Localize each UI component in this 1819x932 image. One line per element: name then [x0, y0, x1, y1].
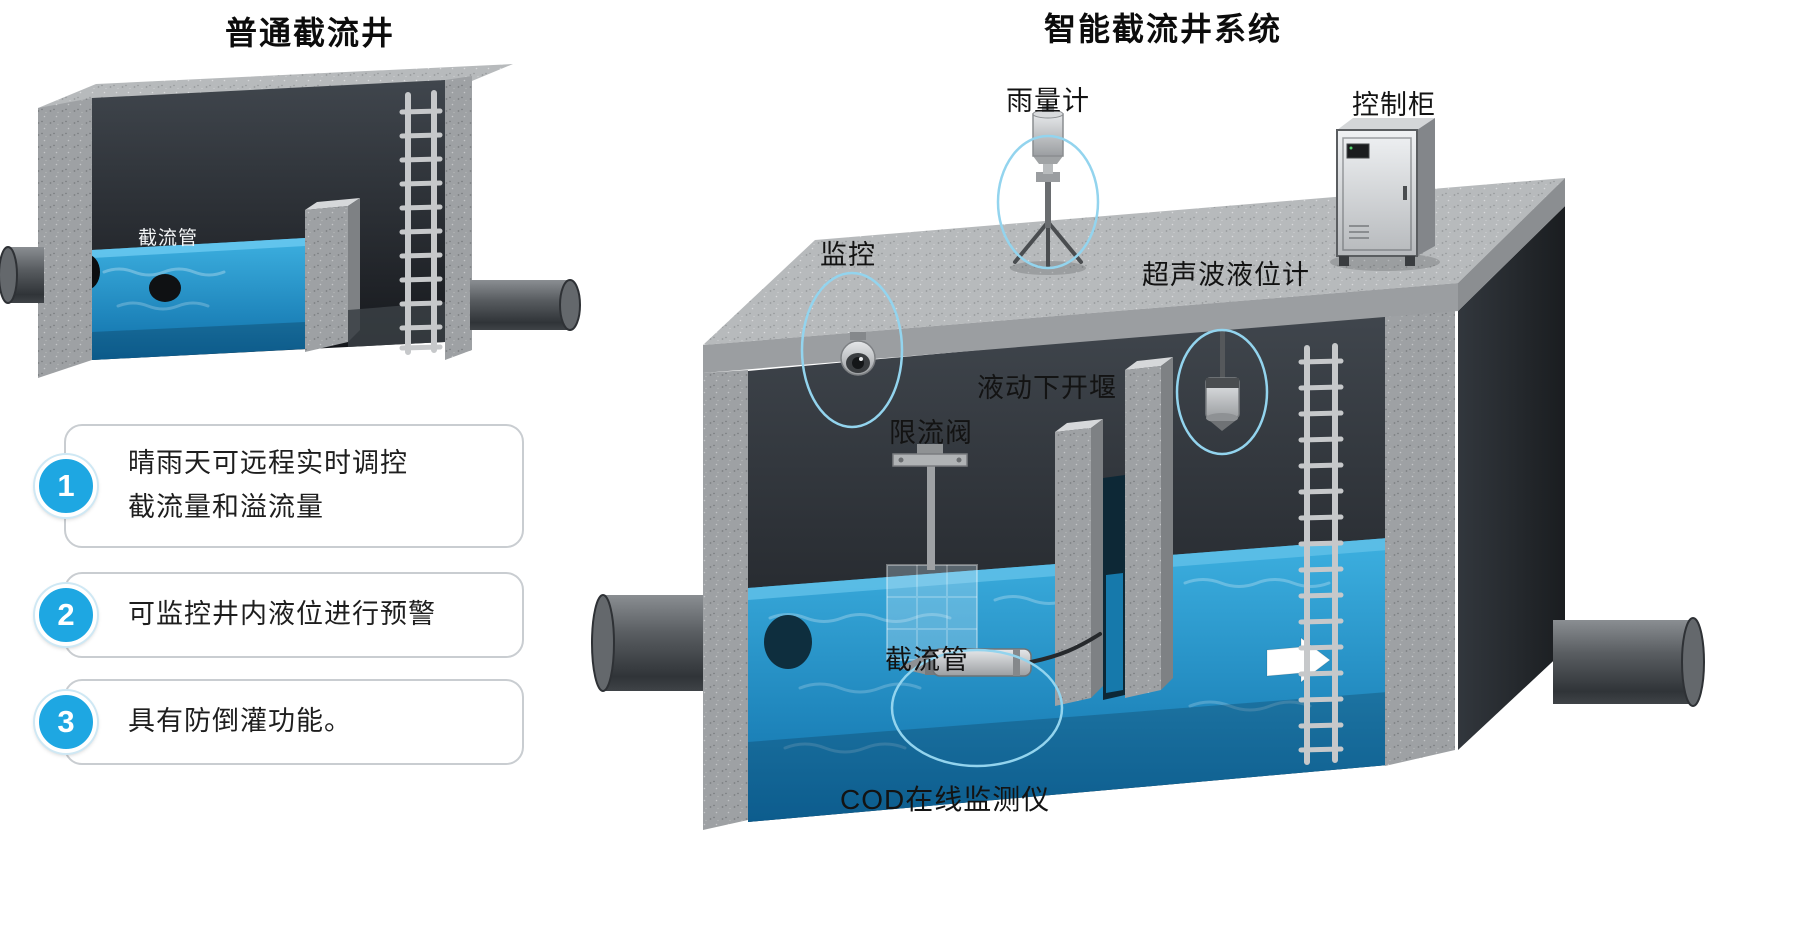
dry-chamber-floor	[348, 302, 445, 347]
hydraulic-weir-label: 液动下开堰	[977, 373, 1117, 403]
rain-gauge-label: 雨量计	[1006, 86, 1090, 116]
right-outer-wall	[1458, 206, 1565, 750]
drain-hole	[149, 274, 181, 302]
inlet-pipe	[0, 246, 44, 304]
feature-text: 可监控井内液位进行预警	[128, 599, 436, 630]
ultrasonic-callout-ellipse	[1175, 328, 1269, 456]
cod-callout-ellipse	[890, 648, 1064, 768]
divider-wall	[305, 198, 360, 352]
water	[92, 238, 305, 360]
right-section-title: 智能截流井系统	[1043, 11, 1282, 47]
outlet-pipe	[1553, 617, 1705, 707]
inlet-pipe	[591, 594, 707, 692]
left-section-title: 普通截流井	[224, 15, 395, 51]
feature-badge-1: 1	[35, 455, 97, 517]
cod-monitor-label: COD在线监测仪	[840, 784, 1051, 815]
feature-callout-2: 2 可监控井内液位进行预警	[35, 572, 524, 658]
ladder	[399, 90, 443, 355]
smart-well-illustration	[591, 104, 1705, 830]
right-wall-cut	[445, 76, 472, 360]
interception-pipe-label: 截流管	[885, 645, 969, 675]
cctv-camera	[840, 332, 876, 376]
flow-limit-valve	[886, 444, 978, 661]
ordinary-well-illustration	[0, 64, 581, 378]
control-cabinet-label: 控制柜	[1352, 90, 1436, 120]
rain-gauge-callout-ellipse	[996, 134, 1100, 270]
ultrasonic-label: 超声波液位计	[1142, 260, 1310, 290]
interception-pipe-hole	[764, 615, 812, 669]
control-cabinet	[1330, 118, 1440, 271]
feature-text: 具有防倒灌功能。	[128, 706, 352, 737]
callout-ellipses	[800, 134, 1269, 768]
feature-text: 晴雨天可远程实时调控	[128, 448, 408, 479]
feature-badge-3: 3	[35, 691, 97, 753]
feature-text: 截流量和溢流量	[128, 492, 324, 522]
camera-callout-ellipse	[800, 271, 904, 429]
hydraulic-weir-gates	[1055, 357, 1173, 706]
left-wall-cut	[38, 98, 92, 378]
flow-limit-valve-label: 限流阀	[889, 418, 973, 448]
outlet-pipe	[470, 279, 581, 331]
left-wall-cut	[703, 370, 748, 830]
feature-badge-2: 2	[35, 584, 97, 646]
ordinary-pipe-label: 截流管	[138, 228, 199, 249]
camera-label: 监控	[820, 240, 876, 270]
feature-callout-1: 1 晴雨天可远程实时调控 截流量和溢流量	[35, 424, 524, 548]
right-wall-cut	[1385, 308, 1455, 766]
ultrasonic-level-sensor	[1205, 330, 1240, 431]
feature-callout-3: 3 具有防倒灌功能。	[35, 679, 524, 765]
cod-monitor-device	[898, 632, 1102, 677]
ladder	[1298, 343, 1344, 765]
